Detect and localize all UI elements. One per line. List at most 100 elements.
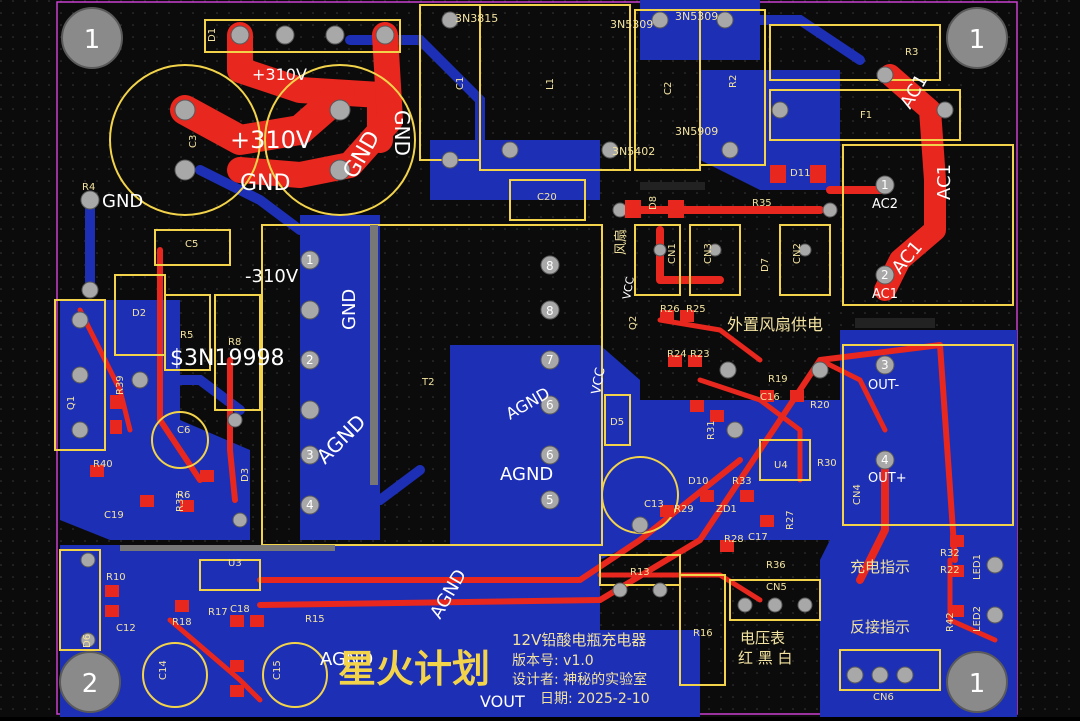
pin-number: 4 (306, 498, 314, 512)
pad (300, 300, 320, 320)
refdes: C1 (455, 77, 466, 90)
pin-number: 6 (546, 398, 554, 412)
net-label-gnd-t2: GND (339, 289, 360, 330)
smd (668, 200, 684, 218)
refdes: R37 (175, 492, 186, 512)
mount-hole-tr (946, 7, 1008, 69)
pad (986, 606, 1004, 624)
top-copper-layer (77, 22, 998, 703)
trace-out (817, 357, 888, 433)
refdes: R27 (785, 510, 796, 530)
refdes: D11 (790, 168, 810, 179)
smd (90, 465, 104, 477)
pad (986, 556, 1004, 574)
keepout-bar-2 (640, 182, 705, 190)
ic-u4 (759, 439, 811, 481)
pad (875, 175, 895, 195)
refdes: R23 (690, 349, 710, 360)
pad (612, 202, 628, 218)
pad (601, 141, 619, 159)
smd (230, 660, 244, 672)
refdes: CN1 (667, 243, 678, 264)
pin-number: 5 (546, 493, 554, 507)
pin-number: 4 (881, 453, 889, 467)
refdes: C19 (104, 510, 124, 521)
pad (767, 597, 783, 613)
outline-r5 (164, 294, 211, 371)
outline-c4 (264, 64, 416, 216)
refdes: C3 (188, 135, 199, 148)
outline-l1 (479, 4, 631, 171)
pad (80, 552, 96, 568)
pad (174, 159, 196, 181)
ic-u3 (199, 559, 261, 591)
refdes: R4 (82, 182, 95, 193)
pad (227, 412, 243, 428)
refdes: D7 (760, 258, 771, 272)
smd (140, 495, 154, 507)
pad (876, 66, 894, 84)
label-charge-indicator: 充电指示 (850, 558, 910, 576)
refdes: R5 (180, 330, 193, 341)
refdes: R24 (667, 349, 687, 360)
pad (232, 512, 248, 528)
smd (950, 535, 964, 547)
pad (375, 25, 395, 45)
pin-number: 3 (306, 448, 314, 462)
trace-d3 (227, 357, 238, 503)
outline-cn4 (842, 344, 1014, 526)
refdes: D10 (688, 476, 708, 487)
net-label-3n5309-a: 3N5309 (610, 18, 653, 31)
refdes: C12 (116, 623, 136, 634)
trace-p310-b (170, 80, 355, 155)
smd (175, 600, 189, 612)
outline-cn2 (779, 224, 831, 296)
refdes: R17 (208, 607, 228, 618)
pad (811, 361, 829, 379)
smd (950, 565, 964, 577)
smd (668, 355, 682, 367)
net-label-vcc-1: VCC (589, 366, 608, 395)
through-hole-pads (71, 11, 1004, 684)
trace-r26 (657, 317, 763, 363)
refdes: CN5 (766, 582, 787, 593)
outline-q1 (54, 299, 106, 451)
refdes: R29 (674, 504, 694, 515)
pad (300, 400, 320, 420)
refdes: R18 (172, 617, 192, 628)
trace-b2 (705, 15, 865, 65)
refdes: R13 (630, 567, 650, 578)
outline-bridge (842, 144, 1014, 306)
refdes: R16 (693, 628, 713, 639)
pin-number: 3 (881, 358, 889, 372)
smd (200, 470, 214, 482)
refdes: R22 (940, 565, 960, 576)
refdes: R19 (768, 374, 788, 385)
smd (700, 490, 714, 502)
refdes: R35 (752, 198, 772, 209)
refdes: C20 (537, 192, 557, 203)
pad (936, 101, 954, 119)
refdes: R40 (93, 459, 113, 470)
net-label-p310-small: +310V (252, 65, 307, 84)
pad (540, 490, 560, 510)
net-label-agnd-2: AGND (500, 464, 553, 485)
pad (80, 632, 96, 648)
refdes: CN2 (792, 243, 803, 264)
label-reverse-indicator: 反接指示 (850, 618, 910, 636)
refdes: R30 (817, 458, 837, 469)
net-label-agnd-5: AGND (320, 649, 373, 670)
pin-number: 1 (881, 178, 889, 192)
pad (798, 243, 812, 257)
pad (540, 350, 560, 370)
pad (822, 202, 838, 218)
outline-cn1 (634, 224, 681, 296)
smd (720, 540, 734, 552)
net-label-dollar: $3N19998 (170, 346, 284, 371)
smd (810, 165, 826, 183)
net-label-out-minus: OUT- (868, 378, 899, 393)
pad (651, 11, 669, 29)
refdes: CN4 (852, 484, 863, 505)
smd (790, 390, 804, 402)
refdes: C18 (230, 604, 250, 615)
